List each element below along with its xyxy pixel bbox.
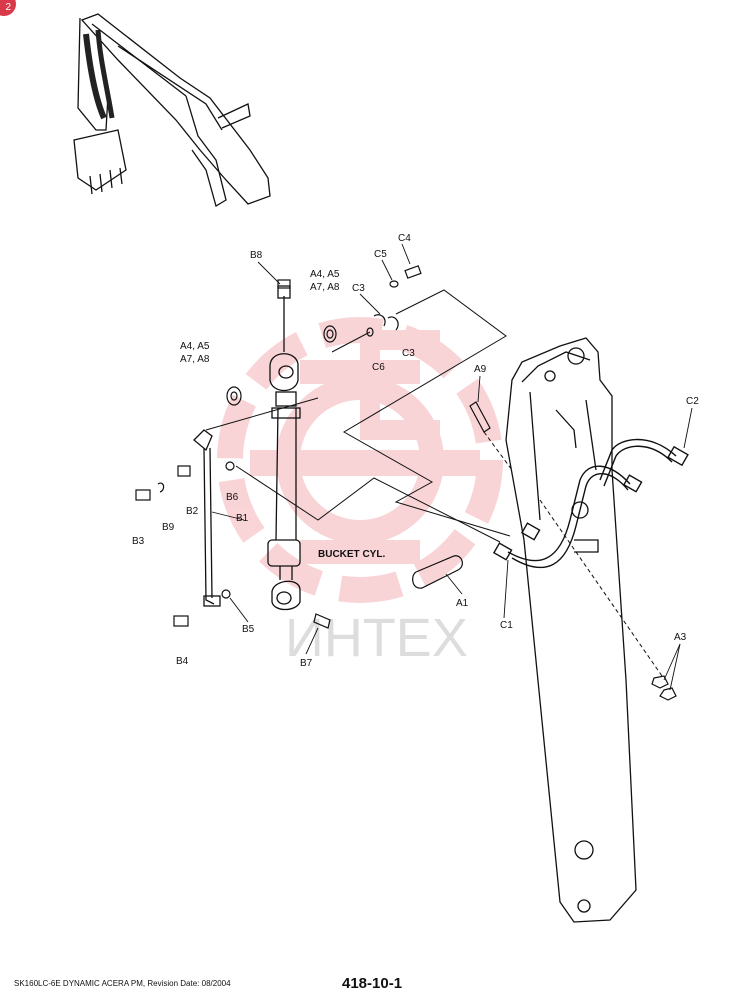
label-c4: C4 [398,233,411,244]
label-c5: C5 [374,249,387,260]
part-labels: A1 A3 A9 A4, A5 A7, A8 A4, A5 A7, A8 B1 … [132,233,699,669]
label-b4: B4 [176,656,189,667]
hydraulic-hoses [492,438,689,569]
label-leaders [211,243,693,691]
label-b9: B9 [162,522,175,533]
label-b2: B2 [186,506,199,517]
label-b8: B8 [250,250,263,261]
label-c1: C1 [500,620,513,631]
label-a4a5-upper-l1: A4, A5 [310,269,340,280]
label-a9: A9 [474,364,487,375]
label-c3-bottom: C3 [402,348,415,359]
grease-pipe-b1 [193,429,221,607]
label-b6: B6 [226,492,239,503]
watermark-text: ИНТЕХ [285,608,468,668]
label-a4a5-upper-l2: A7, A8 [310,282,340,293]
hardware-parts [135,265,677,701]
label-b3: B3 [132,536,145,547]
label-a4a5-left-l2: A7, A8 [180,354,210,365]
label-c2: C2 [686,396,699,407]
label-a3: A3 [674,632,687,643]
label-b1: B1 [236,513,249,524]
label-c3-top: C3 [352,283,365,294]
page-number: 418-10-1 [342,975,403,992]
label-b7: B7 [300,658,313,669]
bucket-cylinder [267,285,301,611]
label-bucket-cylinder: BUCKET CYL. [318,549,385,560]
watermark-logo [217,317,503,603]
label-a4a5-left-l1: A4, A5 [180,341,210,352]
footer-doc-ref: SK160LC-6E DYNAMIC ACERA PM, Revision Da… [14,979,231,988]
page-badge: 2 [0,0,16,16]
label-b5: B5 [242,624,255,635]
label-c6: C6 [372,362,385,373]
label-a1: A1 [456,598,469,609]
arm-structure [505,337,637,923]
excavator-arm-inset [73,13,271,207]
